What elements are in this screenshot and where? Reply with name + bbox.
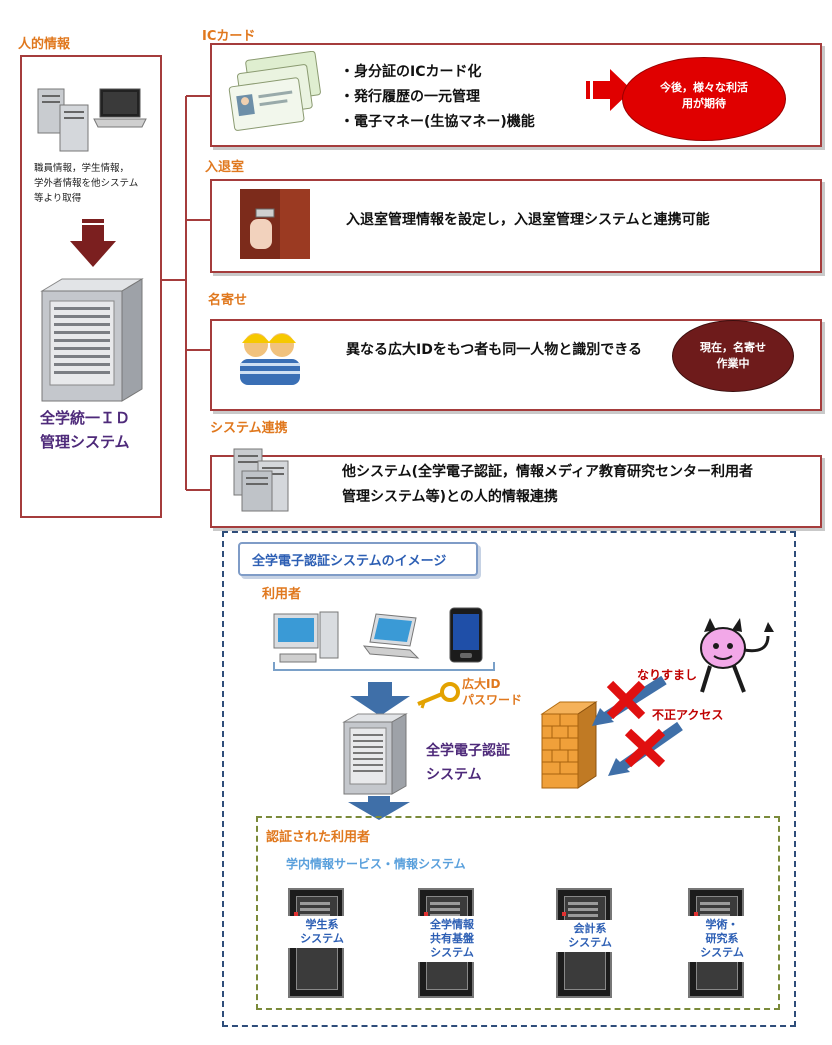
room-text: 入退室管理情報を設定し，入退室管理システムと連携可能 [346, 212, 710, 228]
room-box: 入退室管理情報を設定し，入退室管理システムと連携可能 [210, 179, 822, 273]
ic-callout-line-1: 今後，様々な利活 [660, 81, 748, 94]
spoof-label: なりすまし [637, 668, 698, 682]
name-callout-line-1: 現在，名寄せ [700, 341, 766, 354]
id-system-name-1: 全学統一ＩＤ [40, 409, 131, 427]
down-arrow-services-icon [348, 796, 410, 820]
down-arrow-icon [70, 219, 116, 267]
connector-lines [160, 95, 212, 491]
source-line-2: 学外者情報を他システム [34, 178, 139, 189]
student-system-label: 学生系 システム [284, 916, 360, 948]
name-match-label: 名寄せ [208, 293, 248, 308]
source-line-3: 等より取得 [34, 193, 82, 204]
id-system-name-2: 管理システム [40, 433, 130, 451]
door-icon [240, 189, 310, 259]
workers-icon [240, 333, 300, 385]
human-info-label: 人的情報 [18, 37, 71, 52]
left-panel-box: 職員情報，学生情報， 学外者情報を他システム 等より取得 全学統一ＩＤ 管理シス… [20, 55, 162, 518]
ic-bullet-3: ・電子マネー(生協マネー)機能 [340, 114, 535, 130]
ic-callout-line-2: 用が期待 [682, 97, 726, 110]
right-arrow-icon [586, 69, 632, 111]
unauth-blocked-icon [608, 721, 683, 776]
credential-line-2: パスワード [462, 693, 523, 707]
source-line-1: 職員情報，学生情報， [34, 163, 130, 174]
firewall-icon [540, 701, 598, 789]
ic-card-icon [228, 51, 321, 131]
sys-link-line-1: 他システム(全学電子認証，情報メディア教育研究センター利用者 [342, 464, 753, 480]
research-system-label: 学術・ 研究系 システム [684, 916, 760, 962]
down-arrow-auth-icon [350, 682, 410, 716]
server-laptop-icon [37, 88, 147, 152]
authed-users-frame [256, 816, 780, 1010]
auth-system-line-2: システム [426, 767, 482, 783]
services-label: 学内情報サービス・情報システム [286, 857, 466, 871]
key-icon [417, 682, 460, 709]
room-label: 入退室 [205, 160, 245, 175]
users-label: 利用者 [262, 587, 302, 602]
sys-link-label: システム連携 [210, 421, 288, 436]
id-server-icon [40, 278, 144, 402]
users-bracket [273, 662, 495, 671]
authed-label: 認証された利用者 [266, 830, 371, 845]
name-match-callout: 現在，名寄せ 作業中 [672, 320, 794, 392]
spoof-blocked-icon [592, 676, 667, 726]
devil-icon [700, 618, 774, 693]
auth-server-icon [342, 713, 408, 795]
shared-platform-system-label: 全学情報 共有基盤 システム [414, 916, 490, 962]
laptop-icon [362, 613, 420, 659]
name-match-text: 異なる広大IDをもつ者も同一人物と識別できる [346, 342, 642, 358]
credential-line-1: 広大ID [462, 677, 501, 691]
name-callout-line-2: 作業中 [716, 357, 750, 370]
auth-title: 全学電子認証システムのイメージ [252, 554, 447, 569]
sys-link-box: 他システム(全学電子認証，情報メディア教育研究センター利用者 管理システム等)と… [210, 448, 822, 528]
ic-callout: 今後，様々な利活 用が期待 [622, 57, 786, 141]
servers-icon [233, 448, 289, 512]
ic-bullet-2: ・発行履歴の一元管理 [340, 89, 480, 105]
smartphone-icon [449, 607, 483, 663]
auth-title-box: 全学電子認証システムのイメージ [238, 542, 478, 576]
auth-system-line-1: 全学電子認証 [426, 743, 510, 759]
sys-link-line-2: 管理システム等)との人的情報連携 [342, 489, 558, 505]
auth-image-frame [222, 531, 796, 1027]
ic-bullet-1: ・身分証のICカード化 [340, 64, 482, 80]
unauth-label: 不正アクセス [652, 708, 724, 722]
ic-card-label: ICカード [202, 29, 256, 44]
name-match-box: 異なる広大IDをもつ者も同一人物と識別できる [210, 319, 822, 411]
desktop-pc-icon [273, 611, 339, 663]
accounting-system-label: 会計系 システム [552, 920, 628, 952]
